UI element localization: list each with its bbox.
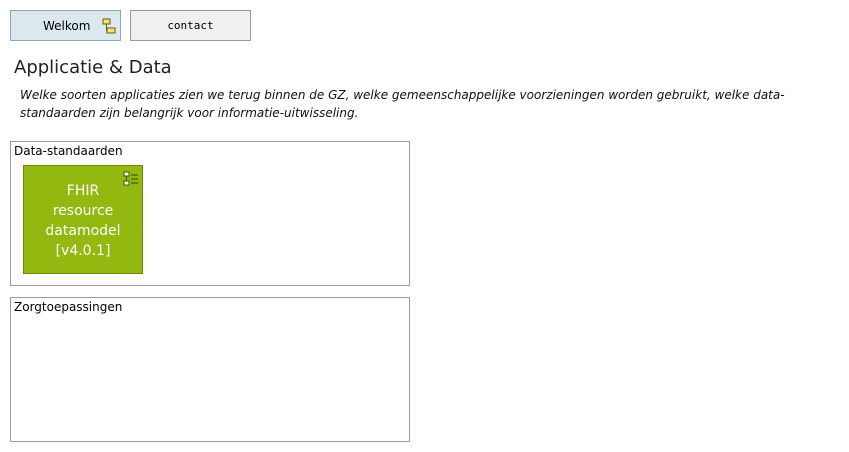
data-object-icon [123,171,138,186]
contact-button[interactable]: contact [130,10,251,41]
element-label-line: [v4.0.1] [55,243,111,259]
navigation-view-icon [102,18,116,34]
page-description: Welke soorten applicaties zien we terug … [20,88,785,120]
element-label-line: resource [52,203,114,219]
group-data-standaarden[interactable]: Data-standaarden FHIR resource datamodel… [10,141,410,286]
fhir-data-object[interactable]: FHIR resource datamodel [v4.0.1] [23,165,143,274]
element-label-line: datamodel [45,223,121,239]
page-title: Applicatie & Data [14,57,172,78]
element-label: FHIR resource datamodel [v4.0.1] [24,181,142,261]
welkom-button[interactable]: Welkom [10,10,121,41]
group-label: Zorgtoepassingen [14,300,123,314]
welkom-label: Welkom [43,19,91,33]
group-label: Data-standaarden [14,144,123,158]
element-label-line: FHIR [66,183,100,199]
group-zorgtoepassingen[interactable]: Zorgtoepassingen [10,297,410,442]
